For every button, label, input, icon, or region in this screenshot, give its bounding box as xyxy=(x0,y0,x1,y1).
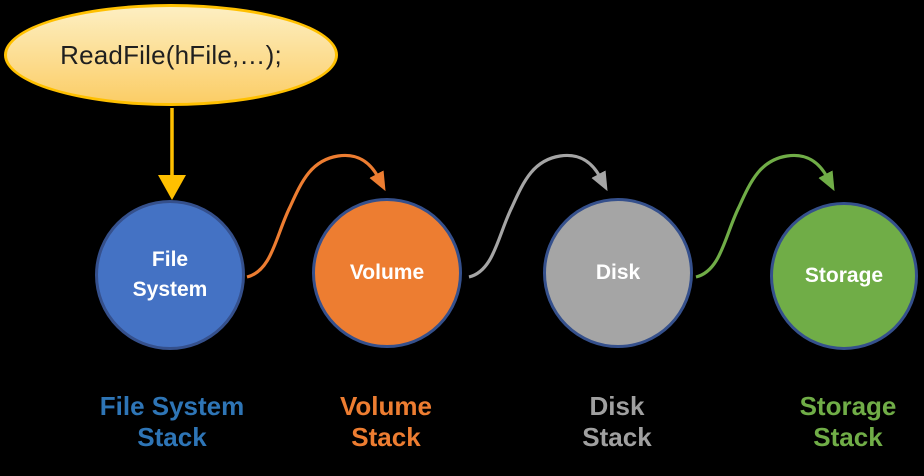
node-file-system-label: File System xyxy=(132,247,208,301)
node-storage-label: Storage xyxy=(804,263,884,287)
readfile-call-label: ReadFile(hFile,…); xyxy=(60,39,282,70)
label-volume-stack: Volume Stack xyxy=(340,391,432,452)
node-disk: Disk xyxy=(543,198,693,348)
label-disk-stack: Disk Stack xyxy=(582,391,652,452)
node-volume-label: Volume xyxy=(349,260,425,284)
node-volume: Volume xyxy=(312,198,462,348)
node-disk-label: Disk xyxy=(595,260,641,284)
node-file-system: File System xyxy=(95,200,245,350)
call-down-arrow-icon xyxy=(158,108,186,200)
label-storage-stack: Storage Stack xyxy=(799,391,897,452)
readfile-call-bubble: ReadFile(hFile,…); xyxy=(4,4,338,106)
node-storage: Storage xyxy=(770,202,918,350)
label-file-system-stack: File System Stack xyxy=(99,391,245,452)
